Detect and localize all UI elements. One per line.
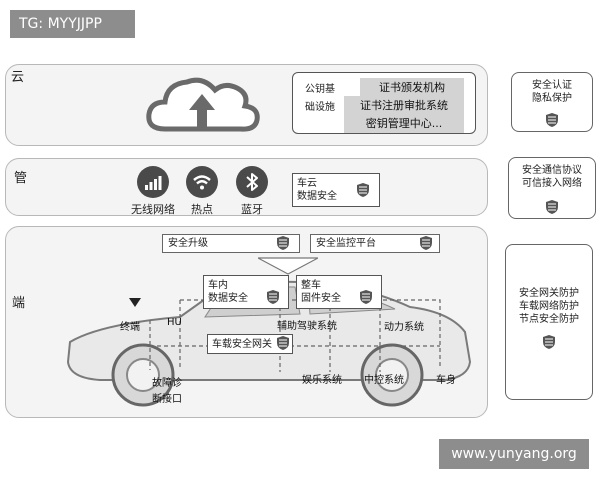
- watermark-top-left: TG: MYYJJPP: [10, 10, 135, 38]
- pipe-right-line2: 可信接入网络: [522, 178, 582, 189]
- adas-tag: 辅助驾驶系统: [277, 321, 337, 332]
- central-control-tag: 中控系统: [364, 375, 404, 386]
- bluetooth-icon: [236, 166, 268, 198]
- vehicle-firmware-security-box: 整车 固件安全: [296, 275, 382, 309]
- shield-icon: [546, 200, 558, 214]
- body-tag: 车身: [436, 375, 456, 386]
- car-cloud-line2: 数据安全: [297, 191, 337, 202]
- pipe-right-line1: 安全通信协议: [522, 165, 582, 176]
- pki-label-line1: 公钥基: [305, 84, 335, 95]
- diagnostic-tag-line2: 断接口: [152, 394, 182, 405]
- end-right-line1: 安全网关防护: [519, 288, 579, 299]
- in-car-data-line2: 数据安全: [208, 293, 248, 304]
- secure-upgrade-bar: 安全升级: [162, 234, 300, 253]
- cloud-upload-icon: [146, 77, 260, 132]
- car-cloud-line1: 车云: [297, 178, 317, 189]
- cloud-layer-label: 云: [11, 70, 25, 85]
- pki-item-ra: 证书注册审批系统: [344, 96, 464, 115]
- terminal-tag: 终端: [120, 322, 140, 333]
- pki-item-kmc: 密钥管理中心...: [344, 114, 464, 133]
- network-label-bluetooth: 蓝牙: [241, 203, 263, 216]
- shield-icon: [543, 335, 555, 349]
- shield-icon: [420, 236, 432, 250]
- vehicle-firmware-line2: 固件安全: [301, 293, 341, 304]
- shield-icon: [267, 290, 279, 304]
- pipe-right-card: 安全通信协议 可信接入网络: [508, 157, 596, 219]
- cloud-right-line1: 安全认证: [532, 80, 572, 91]
- pki-item-ca: 证书颁发机构: [360, 78, 464, 97]
- hu-tag: HU: [167, 317, 182, 328]
- infotainment-tag: 娱乐系统: [302, 375, 342, 386]
- diagnostic-tag-line1: 故障诊: [152, 378, 182, 389]
- wifi-icon: [186, 166, 218, 198]
- secure-monitor-bar: 安全监控平台: [310, 234, 440, 253]
- shield-icon: [360, 290, 372, 304]
- end-right-line2: 车载网络防护: [519, 301, 579, 312]
- vehicle-firmware-line1: 整车: [301, 280, 321, 291]
- end-right-card: 安全网关防护 车载网络防护 节点安全防护: [505, 244, 593, 400]
- end-right-line3: 节点安全防护: [519, 314, 579, 325]
- cloud-right-line2: 隐私保护: [532, 93, 572, 104]
- end-layer-label: 端: [12, 296, 26, 311]
- shield-icon: [277, 336, 289, 350]
- watermark-bottom-right: www.yunyang.org: [439, 439, 589, 469]
- in-vehicle-gateway-box: 车载安全网关: [207, 334, 293, 354]
- network-label-hotspot: 热点: [191, 203, 213, 216]
- terminal-marker: [129, 298, 141, 307]
- powertrain-tag: 动力系统: [384, 322, 424, 333]
- in-car-data-line1: 车内: [208, 280, 228, 291]
- shield-icon: [546, 113, 558, 127]
- signal-bars-icon: [137, 166, 169, 198]
- network-label-wireless: 无线网络: [131, 203, 175, 216]
- shield-icon: [357, 183, 369, 197]
- shield-icon: [277, 236, 289, 250]
- pipe-layer-label: 管: [14, 171, 28, 186]
- downward-arrow: [258, 257, 318, 275]
- cloud-right-card: 安全认证 隐私保护: [511, 72, 593, 132]
- pki-label-line2: 础设施: [305, 102, 335, 113]
